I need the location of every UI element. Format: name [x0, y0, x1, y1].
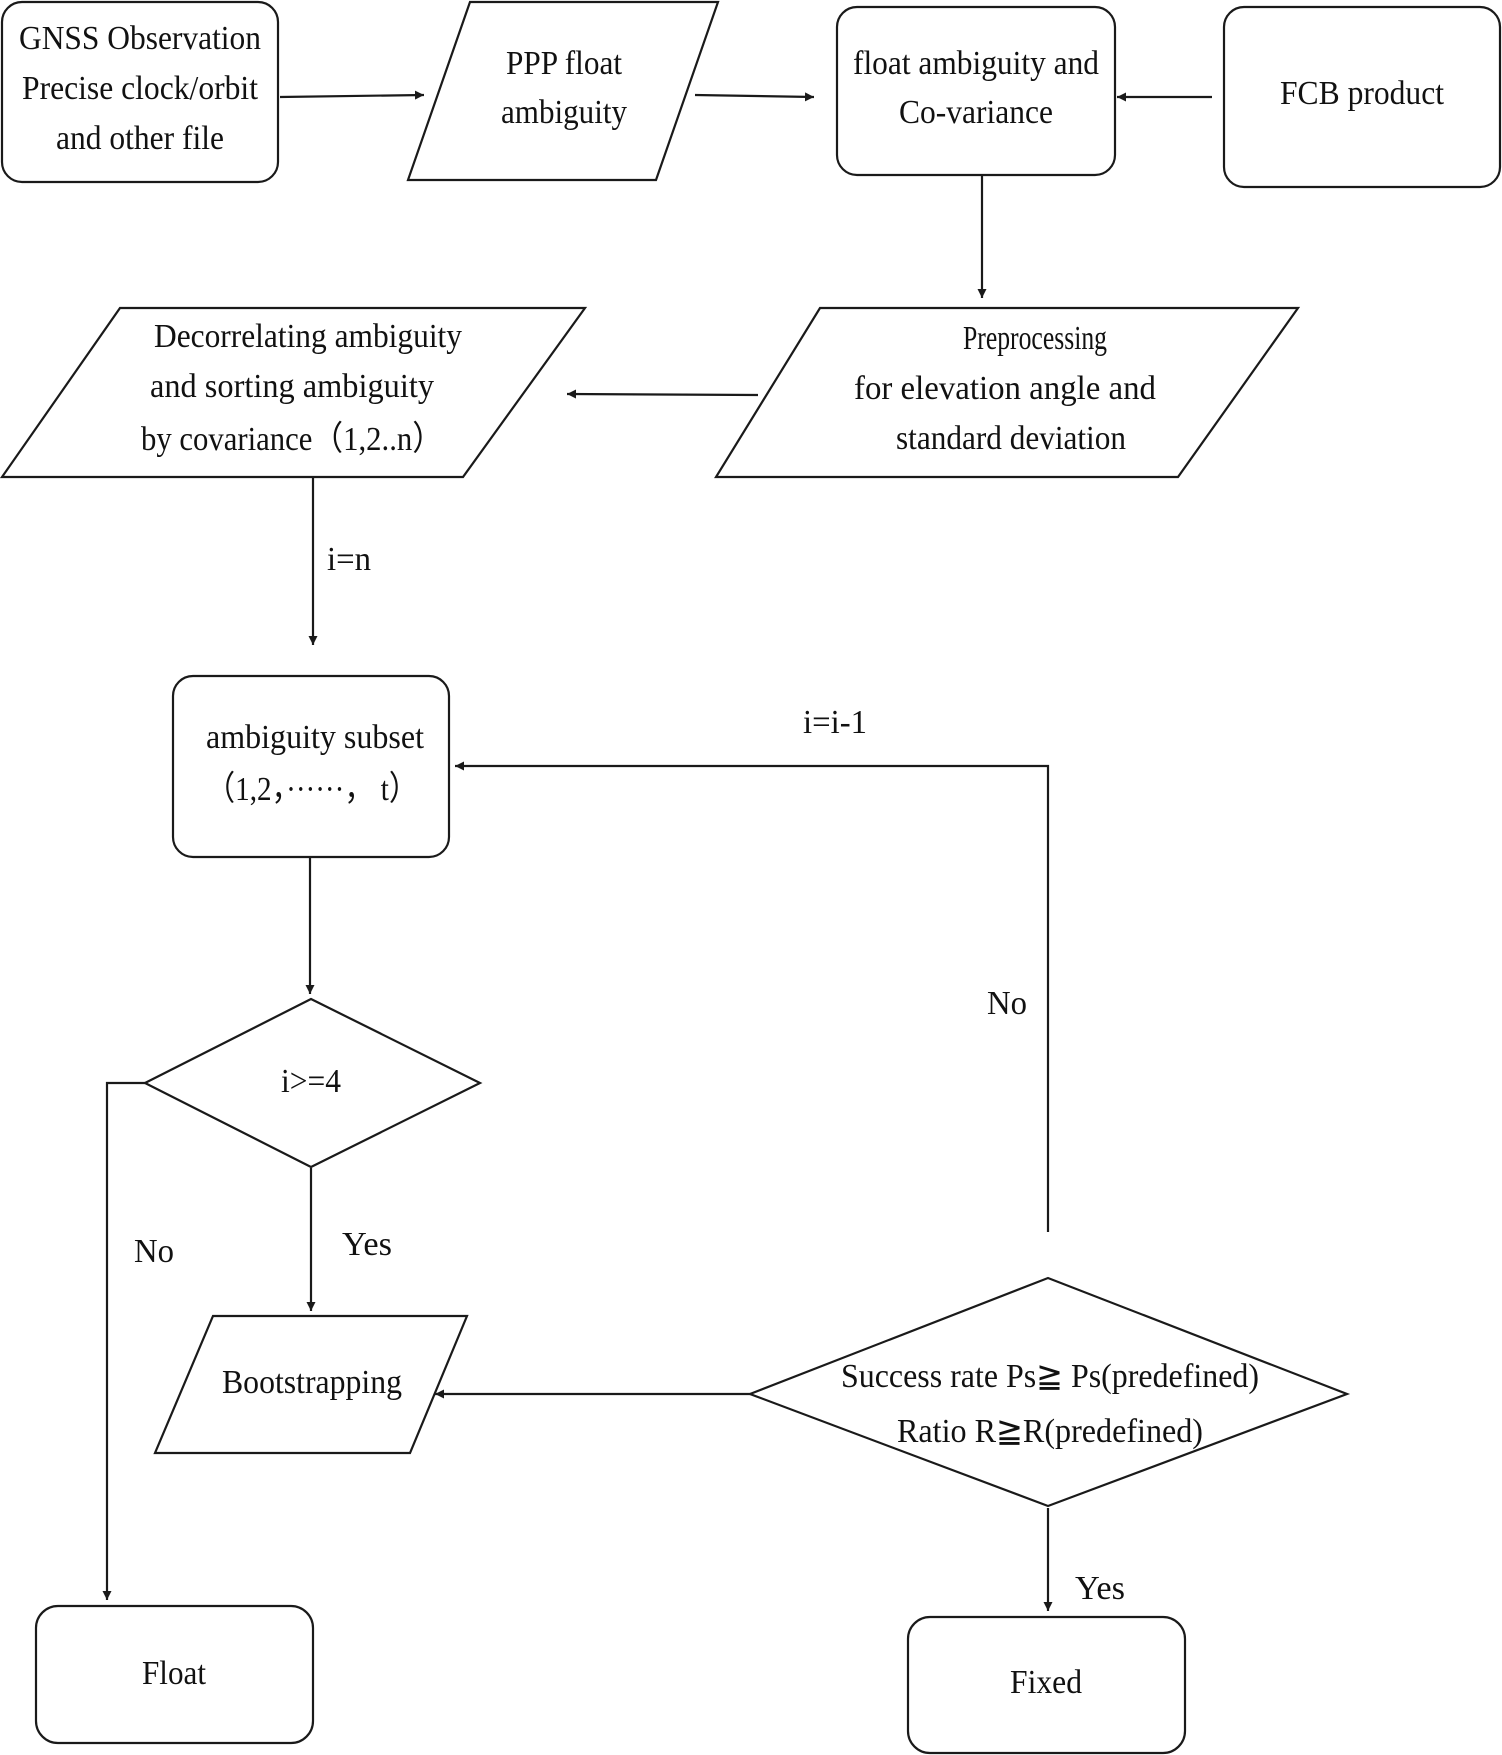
decorrelating-line-3: by covariance（1,2..n） [141, 420, 443, 458]
arrow-preprocessing-to-decorrelating [566, 389, 759, 399]
decorrelating-line-2: and sorting ambiguity [150, 368, 434, 405]
ppp-float-ambiguity-line-1: PPP float [506, 45, 622, 82]
fixed-result-box [906, 1615, 1187, 1755]
fcb-product-box [1222, 5, 1502, 189]
gnss-observation-line-3: and other file [56, 120, 224, 157]
edge-label-i-equals-n: i=n [327, 541, 371, 578]
bootstrapping-label: Bootstrapping [222, 1364, 402, 1401]
decision-success-rate-line-2: Ratio R≧R(predefined) [897, 1413, 1203, 1450]
float-result-box [34, 1604, 315, 1745]
preprocessing-line-1: Preprocessing [963, 320, 1107, 357]
edge-label-yes-bootstrapping: Yes [342, 1226, 392, 1263]
decision-success-rate-line-1: Success rate Ps≧ Ps(predefined) [841, 1358, 1259, 1395]
preprocessing-line-3: standard deviation [896, 420, 1126, 457]
decorrelating-ambiguity-shape [0, 306, 588, 479]
fcb-product-label: FCB product [1280, 75, 1445, 112]
fixed-result-label: Fixed [1010, 1664, 1082, 1701]
bootstrapping-shape [153, 1314, 469, 1455]
edge-label-no-float: No [134, 1233, 174, 1270]
edge-label-yes-fixed: Yes [1075, 1570, 1125, 1607]
float-ambiguity-covariance-line-1: float ambiguity and [853, 45, 1099, 82]
decision-i-label: i>=4 [281, 1063, 341, 1100]
ambiguity-subset-line-2: （1,2，······， t） [206, 770, 418, 808]
edge-label-no-loop: No [987, 985, 1027, 1022]
arrow-ppp-to-float-ambiguity [694, 92, 815, 102]
float-ambiguity-covariance-box [835, 5, 1117, 177]
gnss-observation-box [0, 0, 280, 184]
float-ambiguity-covariance-line-2: Co-variance [899, 94, 1053, 131]
edge-label-i-decrement: i=i-1 [803, 704, 867, 741]
decorrelating-line-1: Decorrelating ambiguity [154, 318, 462, 355]
ppp-float-ambiguity-shape [406, 0, 720, 182]
preprocessing-shape [714, 306, 1301, 479]
gnss-observation-line-1: GNSS Observation [19, 20, 261, 57]
preprocessing-line-2: for elevation angle and [854, 370, 1156, 407]
float-result-label: Float [142, 1655, 206, 1692]
decision-i-diamond [142, 997, 483, 1169]
decision-success-rate-diamond [746, 1276, 1351, 1508]
ambiguity-subset-line-1: ambiguity subset [206, 719, 425, 756]
arrow-gnss-to-ppp [279, 90, 425, 100]
arrow-decision-i-no-to-float [102, 1081, 145, 1600]
gnss-observation-line-2: Precise clock/orbit [22, 70, 259, 107]
ppp-float-ambiguity-line-2: ambiguity [501, 94, 627, 131]
ambiguity-subset-box [171, 674, 451, 859]
arrow-decision-ps-no-to-subset [455, 761, 1050, 1232]
